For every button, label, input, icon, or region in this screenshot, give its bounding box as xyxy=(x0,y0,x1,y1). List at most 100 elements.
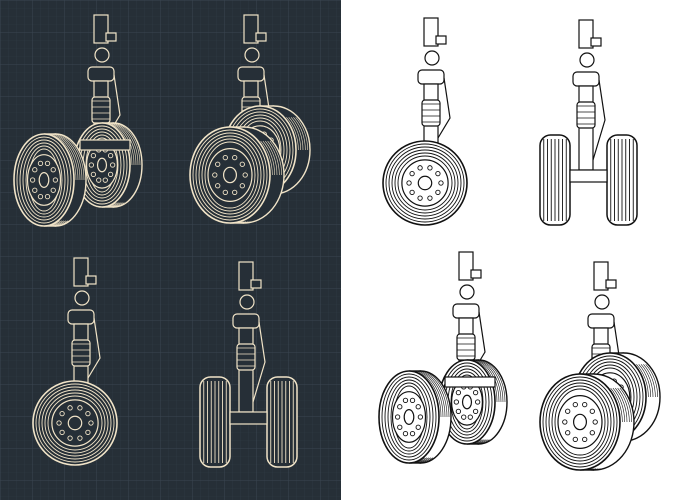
landing-gear-three-quarter-right xyxy=(189,14,311,224)
bolt xyxy=(461,414,467,420)
bolt xyxy=(77,435,83,441)
bolt xyxy=(438,180,444,186)
bolt xyxy=(562,419,568,425)
bolt xyxy=(107,152,114,159)
wheel-front xyxy=(189,126,271,224)
trunnion xyxy=(238,261,254,291)
bolt xyxy=(88,420,94,426)
bolt xyxy=(409,430,416,437)
bolt xyxy=(239,161,245,167)
axle xyxy=(229,411,268,425)
tire-front xyxy=(539,134,571,226)
wheel-front xyxy=(13,133,75,227)
bolt xyxy=(77,405,83,411)
blueprint-drawings xyxy=(13,14,311,468)
bolt xyxy=(397,424,403,430)
axle xyxy=(444,376,496,388)
bolt xyxy=(394,414,401,420)
bolt xyxy=(589,430,595,436)
bolt xyxy=(50,167,56,173)
bolt xyxy=(109,162,116,168)
bolt xyxy=(222,189,228,195)
bolt xyxy=(90,152,97,159)
wheel-front xyxy=(539,373,621,471)
bolt xyxy=(90,171,97,178)
actuator xyxy=(572,71,600,87)
bolt xyxy=(56,420,62,426)
actuator xyxy=(232,313,260,329)
trunnion xyxy=(578,19,594,49)
bolt xyxy=(417,195,423,201)
bolt xyxy=(67,405,73,411)
bolt xyxy=(232,155,238,161)
bolt xyxy=(397,404,403,410)
trunnion xyxy=(593,261,609,291)
hub xyxy=(38,172,50,188)
bolt xyxy=(239,183,245,189)
bolt xyxy=(37,193,44,200)
landing-gear-front xyxy=(199,261,298,468)
bolt xyxy=(409,189,415,196)
bolt xyxy=(107,171,114,178)
wheel xyxy=(32,380,118,466)
hub xyxy=(96,157,108,173)
actuator xyxy=(587,313,615,329)
bolt xyxy=(29,177,36,183)
bolt xyxy=(32,187,38,193)
bolt xyxy=(455,408,462,415)
bolt xyxy=(402,397,409,404)
bolt xyxy=(572,436,578,442)
bolt xyxy=(50,187,56,193)
bolt xyxy=(409,397,416,404)
bolt xyxy=(435,170,441,177)
hub xyxy=(417,175,433,191)
bolt xyxy=(37,160,44,167)
bolt xyxy=(417,165,423,171)
torque-link xyxy=(252,321,266,403)
landing-gear-front xyxy=(539,19,638,226)
tire-front xyxy=(606,134,638,226)
bolt xyxy=(472,389,479,396)
bolt xyxy=(415,404,421,410)
actuator xyxy=(452,303,480,319)
bolt xyxy=(215,161,221,167)
landing-gear-three-quarter-left xyxy=(13,14,143,227)
actuator xyxy=(237,66,265,82)
hub xyxy=(403,409,415,425)
torque-link xyxy=(592,79,606,161)
tire-front xyxy=(266,376,298,468)
bolt xyxy=(88,162,95,168)
bolt xyxy=(435,189,441,196)
bolt xyxy=(455,389,462,396)
hub xyxy=(67,415,83,431)
bolt xyxy=(44,193,51,200)
bolt xyxy=(582,436,588,442)
landing-gear-side xyxy=(32,257,118,466)
hub xyxy=(223,166,238,184)
bolt xyxy=(85,429,91,436)
bolt xyxy=(222,155,228,161)
bolt xyxy=(565,430,571,436)
actuator xyxy=(87,66,115,82)
bolt xyxy=(589,408,595,414)
trunnion xyxy=(423,17,439,47)
bolt xyxy=(59,429,65,436)
bolt xyxy=(406,180,412,186)
wheel xyxy=(382,140,468,226)
bolt xyxy=(212,172,218,178)
bolt xyxy=(67,435,73,441)
bolt xyxy=(417,414,424,420)
actuator xyxy=(67,309,95,325)
trunnion xyxy=(93,14,109,44)
actuator xyxy=(417,69,445,85)
bolt xyxy=(32,167,38,173)
wheel-front xyxy=(378,370,440,464)
bolt xyxy=(592,419,598,425)
landing-gear-side xyxy=(382,17,468,226)
bolt xyxy=(415,424,421,430)
bolt xyxy=(474,399,481,405)
hub xyxy=(461,394,473,410)
axle xyxy=(79,139,131,151)
bolt xyxy=(427,165,433,171)
